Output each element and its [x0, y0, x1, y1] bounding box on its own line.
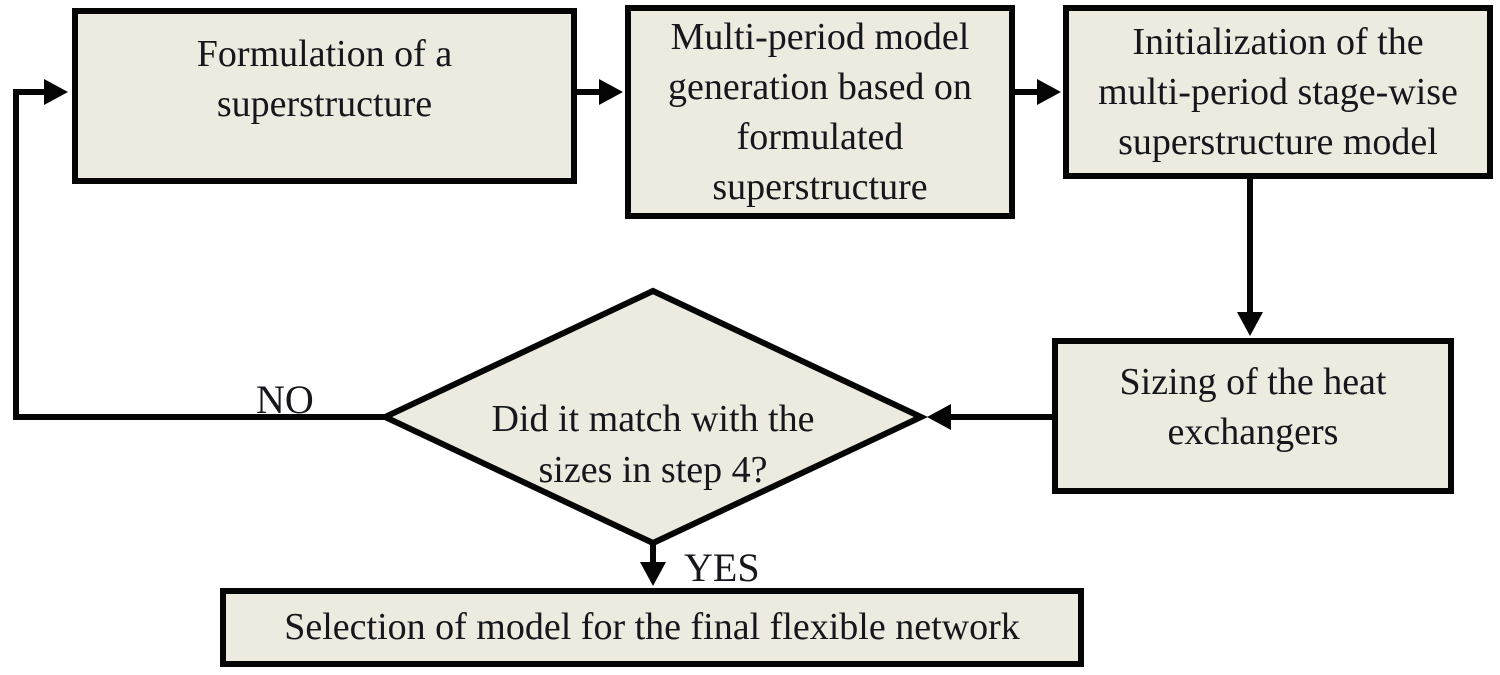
node-sizing: Sizing of the heat exchangers	[1052, 338, 1454, 494]
node-final-selection: Selection of model for the final flexibl…	[220, 588, 1084, 667]
decision-diamond-label: Did it match with the sizes in step 4?	[491, 398, 815, 492]
no-edge-label: NO	[256, 377, 314, 422]
node-model-generation: Multi-period model generation based on f…	[625, 5, 1015, 219]
arrow-formulation-to-generation	[577, 79, 623, 105]
arrow-decision-no-loop	[13, 79, 385, 420]
yes-edge-label: YES	[684, 545, 760, 590]
arrow-generation-to-initialization	[1015, 79, 1061, 105]
node-formulation: Formulation of a superstructure	[72, 8, 577, 184]
node-initialization: Initialization of the multi-period stage…	[1063, 5, 1493, 179]
arrow-sizing-to-decision	[927, 404, 1052, 430]
arrow-initialization-to-sizing	[1237, 176, 1263, 336]
decision-diamond-shape	[377, 287, 929, 547]
